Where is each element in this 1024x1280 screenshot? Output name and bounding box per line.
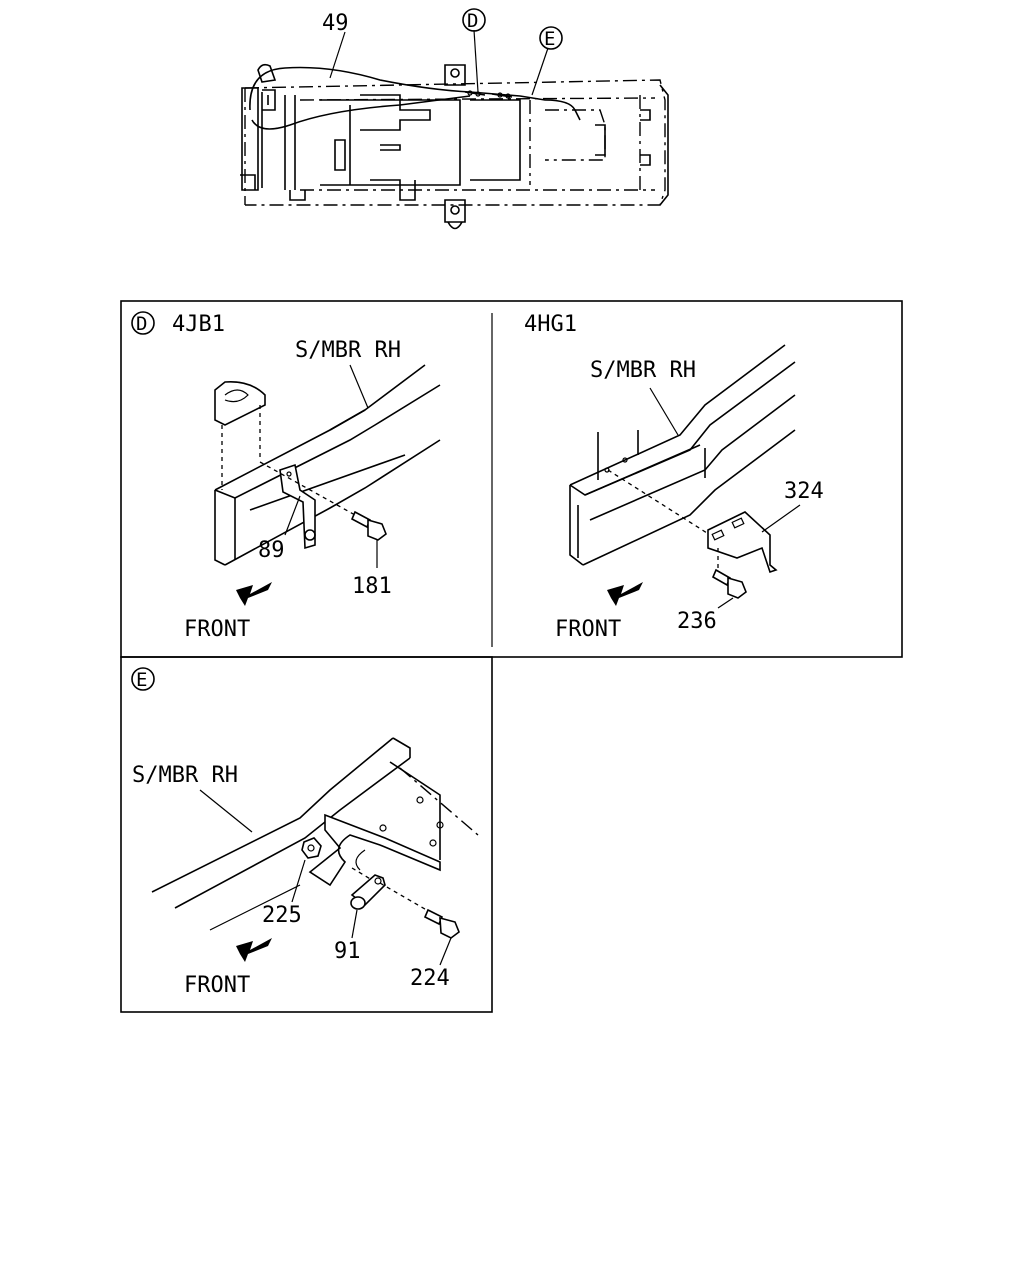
chassis-overview [240,29,669,230]
callout-d-marker: D [462,8,486,32]
part-89: 89 [258,538,285,563]
engine-label-4hg1: 4HG1 [524,312,577,337]
callout-e-marker: E [539,26,563,50]
panel-d-marker-letter: D [136,313,147,335]
callout-d-letter: D [467,10,478,32]
member-label-e: S/MBR RH [132,763,238,788]
callout-49: 49 [322,11,349,36]
view-e-drawing [151,737,479,966]
part-324: 324 [784,479,824,504]
front-label-e: FRONT [184,973,250,998]
front-label-4jb1: FRONT [184,617,250,642]
part-236: 236 [677,609,717,634]
view-4jb1-drawing [214,364,441,606]
part-224: 224 [410,966,450,991]
view-4hg1-drawing [569,344,801,609]
panel-d-frame [120,300,903,658]
engine-label-4jb1: 4JB1 [172,312,225,337]
front-label-4hg1: FRONT [555,617,621,642]
part-91: 91 [334,939,361,964]
panel-e-marker-letter: E [136,669,147,691]
part-181: 181 [352,574,392,599]
part-225: 225 [262,903,302,928]
panel-e-marker: E [131,667,155,691]
panel-d-marker: D [131,311,155,335]
member-label-4jb1: S/MBR RH [295,338,401,363]
panel-e-frame [120,656,493,1013]
callout-e-letter: E [544,28,555,50]
member-label-4hg1: S/MBR RH [590,358,696,383]
